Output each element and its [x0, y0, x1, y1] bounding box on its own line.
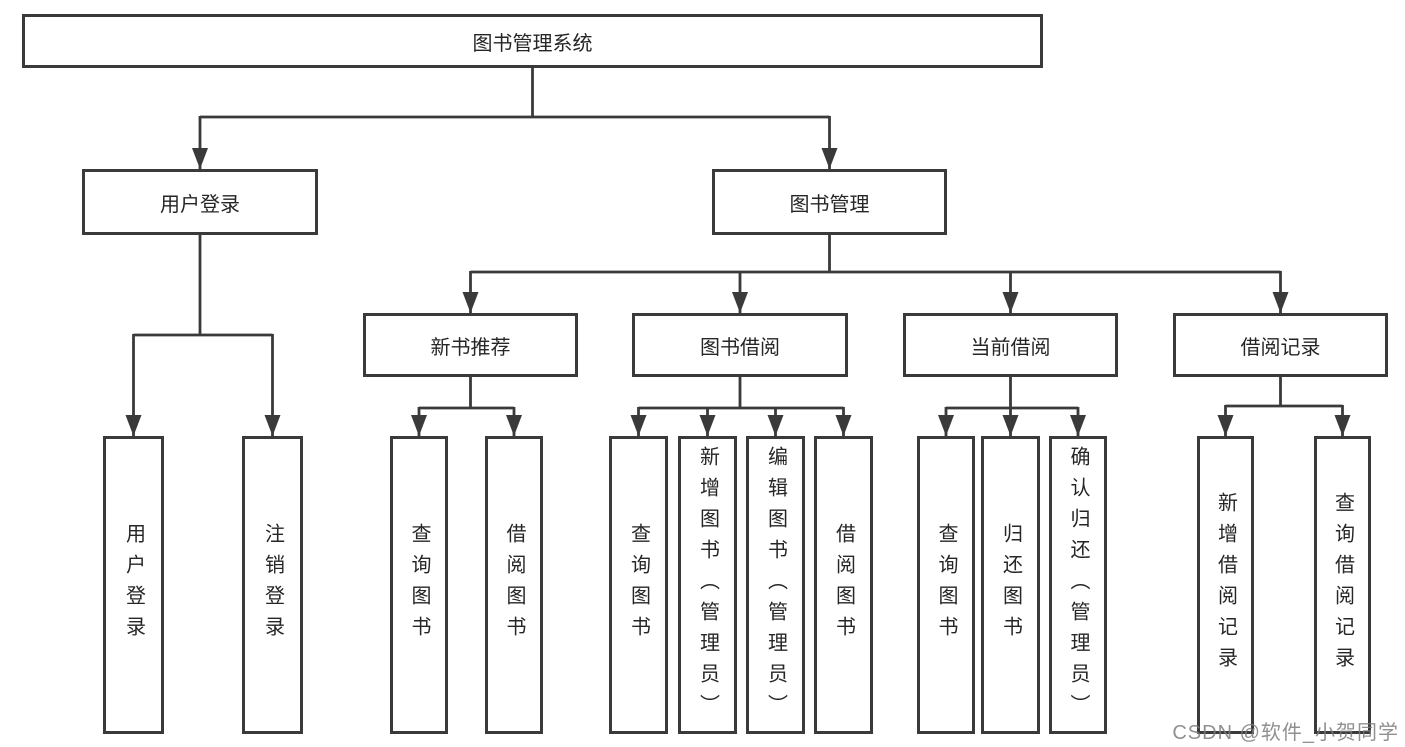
leaf-edit-book-admin: 编辑图书（管理员）: [746, 436, 805, 734]
node-borrowing-records: 借阅记录: [1173, 313, 1388, 377]
leaf-confirm-return-admin: 确认归还（管理员）: [1049, 436, 1107, 734]
leaf-add-borrow-record: 新增借阅记录: [1197, 436, 1254, 734]
leaf-borrow-books-borrow: 借阅图书: [814, 436, 873, 734]
leaf-label: 借阅图书: [832, 523, 855, 647]
leaf-label: 借阅图书: [503, 523, 525, 647]
leaf-return-book: 归还图书: [981, 436, 1040, 734]
node-book-borrowing: 图书借阅: [632, 313, 848, 377]
leaf-label: 用户登录: [122, 523, 145, 647]
leaf-label: 查询图书: [627, 523, 650, 647]
csdn-watermark: CSDN @软件_小贺同学: [1172, 722, 1399, 744]
node-book-management: 图书管理: [712, 169, 947, 235]
leaf-label: 查询图书: [935, 523, 957, 647]
leaf-label: 新增借阅记录: [1214, 492, 1237, 678]
leaf-logout: 注销登录: [242, 436, 303, 734]
leaf-label: 确认归还（管理员）: [1067, 445, 1089, 725]
leaf-borrow-books-recommend: 借阅图书: [485, 436, 543, 734]
leaf-label: 查询图书: [408, 523, 430, 647]
leaf-query-borrow-record: 查询借阅记录: [1314, 436, 1371, 734]
leaf-query-books-current: 查询图书: [917, 436, 975, 734]
node-new-book-recommendation: 新书推荐: [363, 313, 578, 377]
leaf-label: 编辑图书（管理员）: [764, 445, 787, 725]
node-root-library-system: 图书管理系统: [22, 14, 1043, 68]
leaf-query-books-borrow: 查询图书: [609, 436, 668, 734]
leaf-user-login: 用户登录: [103, 436, 164, 734]
leaf-label: 新增图书（管理员）: [696, 445, 719, 725]
leaf-query-books-recommend: 查询图书: [390, 436, 448, 734]
leaf-add-book-admin: 新增图书（管理员）: [678, 436, 737, 734]
leaf-label: 注销登录: [261, 523, 284, 647]
leaf-label: 归还图书: [999, 523, 1022, 647]
node-user-login: 用户登录: [82, 169, 318, 235]
node-current-borrowing: 当前借阅: [903, 313, 1118, 377]
leaf-label: 查询借阅记录: [1331, 492, 1354, 678]
